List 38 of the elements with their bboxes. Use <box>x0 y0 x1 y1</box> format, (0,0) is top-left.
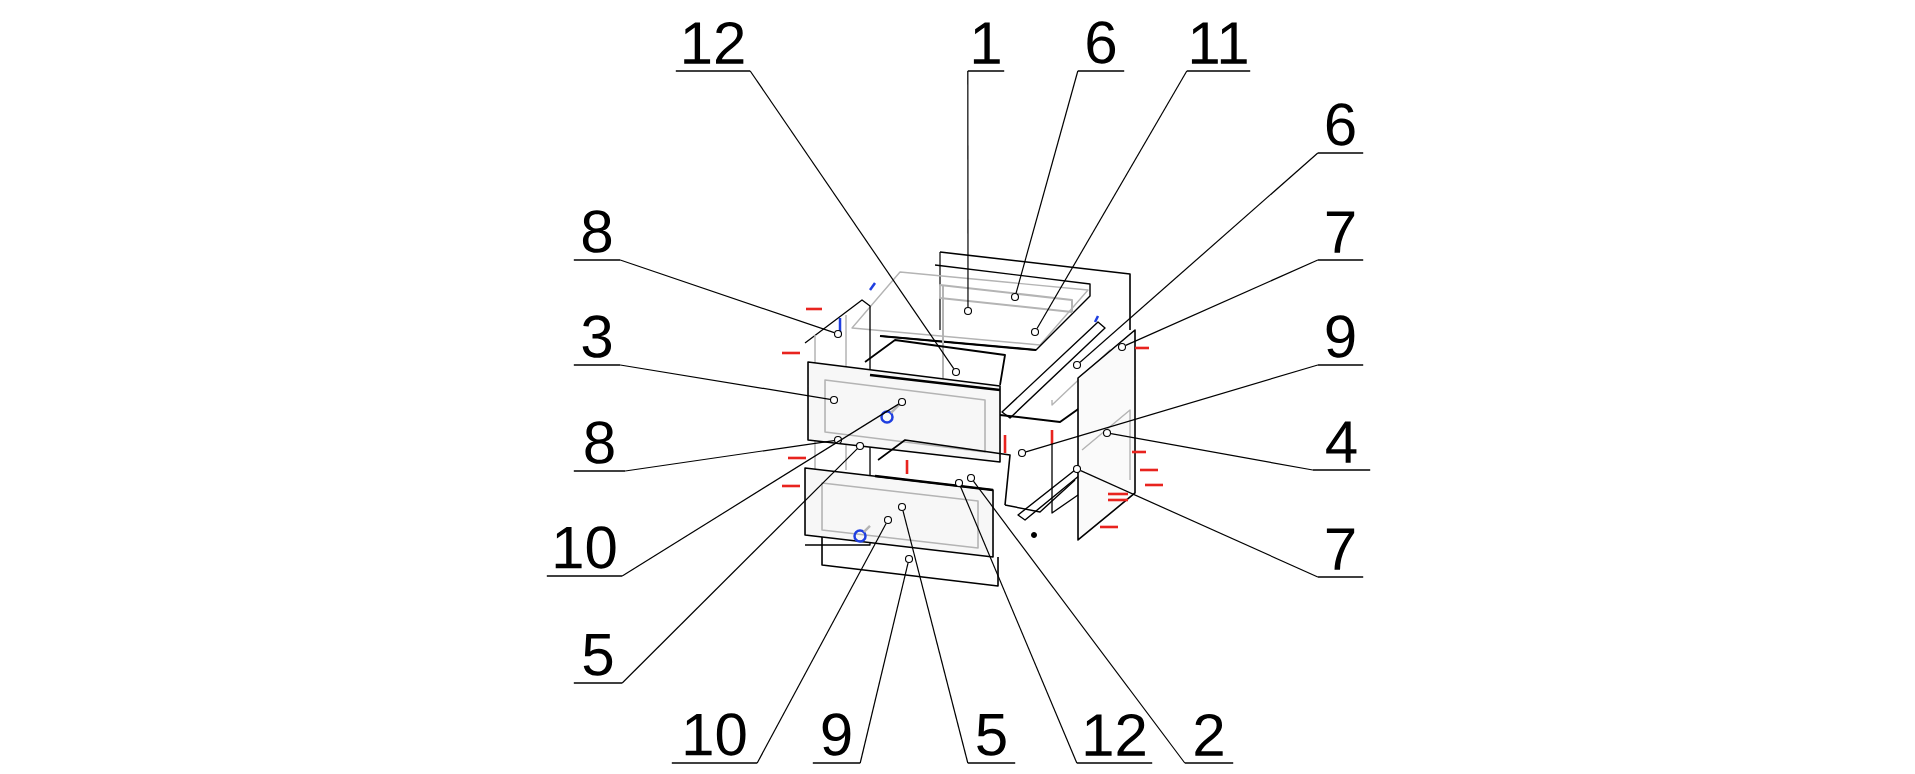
leader-line <box>1110 433 1314 471</box>
callout-number: 4 <box>1312 421 1371 471</box>
leader-line <box>619 259 835 334</box>
leader-line <box>902 510 969 764</box>
callout-number: 2 <box>1184 713 1234 764</box>
callout-number: 6 <box>1317 103 1364 154</box>
callout-number: 9 <box>812 713 861 764</box>
callout-number: 10 <box>671 713 758 764</box>
leader-line <box>621 403 900 577</box>
leader-line <box>1080 470 1319 578</box>
leader-line <box>1125 259 1319 346</box>
leader-line <box>619 364 831 400</box>
callout-number: 12 <box>675 21 751 72</box>
leader-line <box>1015 70 1079 294</box>
leader-line <box>967 70 969 308</box>
callout-number: 7 <box>1317 528 1364 578</box>
leader-line <box>621 448 858 684</box>
callout-number: 5 <box>967 713 1016 764</box>
callout-number: 3 <box>573 315 621 366</box>
callout-number: 10 <box>546 526 623 577</box>
leader-line <box>1036 70 1188 330</box>
leader-line <box>960 486 1078 764</box>
callout-number: 6 <box>1077 21 1125 72</box>
callout-number: 5 <box>573 633 623 684</box>
callout-number: 7 <box>1317 211 1364 261</box>
leader-line <box>749 70 955 370</box>
leader-line <box>1025 364 1319 453</box>
leader-line <box>756 522 887 764</box>
leader-line <box>624 439 835 472</box>
callout-number: 9 <box>1317 315 1364 366</box>
leader-line <box>972 480 1186 764</box>
callout-number: 8 <box>573 421 626 472</box>
leader-line <box>1079 152 1319 363</box>
callout-number: 8 <box>573 210 621 261</box>
leader-line <box>859 562 909 764</box>
callout-number: 11 <box>1186 22 1251 72</box>
callout-number: 12 <box>1076 713 1153 764</box>
callout-number: 1 <box>967 22 1005 72</box>
